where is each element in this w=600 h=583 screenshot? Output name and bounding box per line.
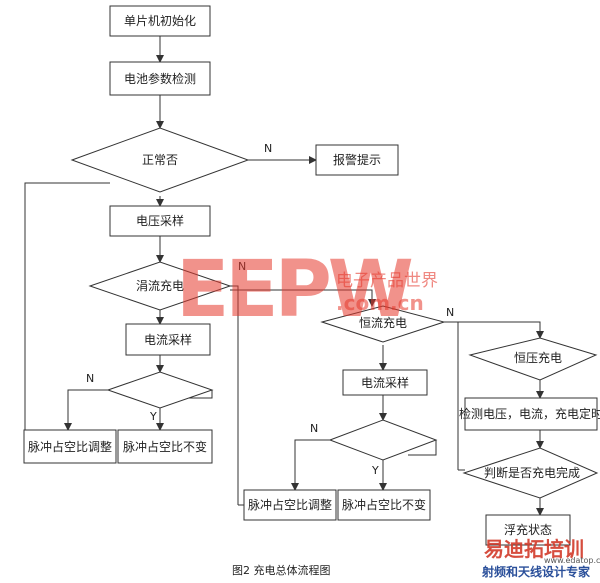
corner-logo-sub: 射频和天线设计专家	[481, 564, 591, 579]
process-box-pwm-keep1: 脉冲占空比不变	[117, 429, 213, 464]
decision-check3: 恒流充电	[320, 305, 446, 343]
edge-label-y2: Y	[371, 464, 379, 477]
decision-check4: 恒压充电	[468, 337, 598, 381]
figure-caption: 图2 充电总体流程图	[232, 563, 331, 577]
decision-check2: 涓流充电	[88, 261, 232, 311]
connector-lines	[24, 36, 544, 516]
process-box-pwm-adj1: 脉冲占空比调整	[23, 429, 117, 464]
edge-label-y1: Y	[149, 410, 157, 423]
process-box-alarm: 报警提示	[315, 144, 399, 176]
svg-text:脉冲占空比调整: 脉冲占空比调整	[28, 439, 112, 454]
process-box-pwm-keep2: 脉冲占空比不变	[337, 489, 431, 521]
decision-check5: 判断是否充电完成	[462, 447, 599, 499]
svg-text:脉冲占空比不变: 脉冲占空比不变	[123, 439, 207, 454]
decision-check-left	[106, 371, 214, 409]
process-box-i-sample1: 电流采样	[125, 323, 211, 356]
svg-text:电压采样: 电压采样	[136, 213, 184, 228]
svg-text:脉冲占空比调整: 脉冲占空比调整	[248, 497, 332, 512]
process-box-float: 浮充状态	[485, 514, 571, 546]
svg-text:电池参数检测: 电池参数检测	[124, 71, 196, 86]
svg-text:电流采样: 电流采样	[361, 375, 409, 390]
corner-logo-cn: 易迪拓培训	[484, 537, 584, 561]
svg-text:恒压充电: 恒压充电	[514, 350, 562, 365]
svg-text:浮充状态: 浮充状态	[504, 522, 552, 537]
svg-text:判断是否充电完成: 判断是否充电完成	[484, 465, 580, 480]
svg-text:脉冲占空比不变: 脉冲占空比不变	[342, 497, 426, 512]
watermark-url: .com.cn	[336, 291, 424, 315]
corner-logo-url: www.edatop.com	[544, 556, 600, 565]
watermark-logo: EEPW	[176, 245, 412, 335]
svg-text:单片机初始化: 单片机初始化	[124, 14, 196, 28]
edge-label-n4: N	[446, 306, 454, 319]
process-box-init: 单片机初始化	[109, 5, 211, 37]
decision-check1: 正常否	[70, 127, 250, 193]
svg-text:检测电压，电流，充电定时: 检测电压，电流，充电定时	[459, 406, 600, 421]
decision-check-mid	[328, 419, 438, 461]
svg-text:恒流充电: 恒流充电	[359, 315, 407, 330]
corner-logo: 易迪拓培训 www.edatop.com 射频和天线设计专家	[481, 537, 600, 579]
svg-text:正常否: 正常否	[142, 153, 178, 167]
edge-label-n3: N	[86, 372, 94, 385]
process-box-v-sample: 电压采样	[109, 205, 211, 237]
edge-label-n1: N	[264, 142, 272, 155]
process-box-cv: 检测电压，电流，充电定时	[459, 397, 600, 431]
svg-text:电流采样: 电流采样	[144, 332, 192, 347]
process-box-pwm-adj2: 脉冲占空比调整	[243, 489, 337, 521]
process-box-detect: 电池参数检测	[109, 61, 211, 96]
svg-text:涓流充电: 涓流充电	[136, 278, 184, 293]
edge-label-n2: N	[238, 260, 246, 273]
watermark-cn: 电子产品世界	[336, 271, 438, 291]
svg-text:报警提示: 报警提示	[333, 152, 381, 167]
process-box-i-sample2: 电流采样	[342, 369, 428, 396]
edge-label-n5: N	[310, 422, 318, 435]
